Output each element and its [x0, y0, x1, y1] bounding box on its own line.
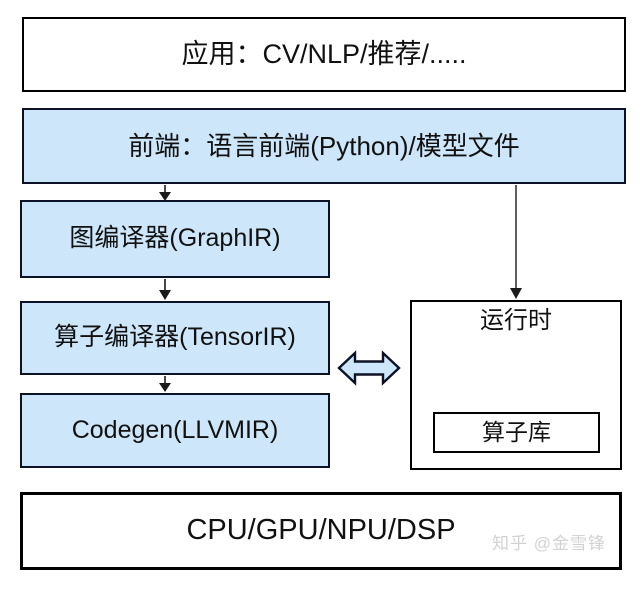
arrow-bidirectional-icon [337, 350, 401, 386]
arrow-graph-to-tensor-icon [159, 279, 171, 300]
codegen-label: Codegen(LLVMIR) [71, 415, 279, 444]
hardware-box: CPU/GPU/NPU/DSP [20, 492, 622, 570]
frontend-label: 前端：语言前端(Python)/模型文件 [128, 130, 520, 161]
operator-library-label: 算子库 [482, 418, 551, 445]
frontend-box: 前端：语言前端(Python)/模型文件 [22, 108, 626, 184]
application-label: 应用：CV/NLP/推荐/..... [181, 38, 467, 69]
watermark-text: 知乎 @金雪锋 [492, 534, 606, 553]
codegen-box: Codegen(LLVMIR) [20, 393, 330, 468]
graph-compiler-label: 图编译器(GraphIR) [69, 224, 281, 253]
runtime-label: 运行时 [480, 307, 552, 334]
arrow-frontend-to-runtime-icon [510, 185, 522, 299]
tensor-compiler-label: 算子编译器(TensorIR) [54, 323, 296, 352]
arrow-tensor-to-codegen-icon [159, 376, 171, 392]
operator-library-box: 算子库 [433, 412, 600, 453]
hardware-label: CPU/GPU/NPU/DSP [186, 514, 456, 547]
tensor-compiler-box: 算子编译器(TensorIR) [20, 301, 330, 375]
application-box: 应用：CV/NLP/推荐/..... [22, 17, 626, 92]
graph-compiler-box: 图编译器(GraphIR) [20, 200, 330, 278]
arrow-frontend-to-graph-icon [159, 185, 171, 201]
